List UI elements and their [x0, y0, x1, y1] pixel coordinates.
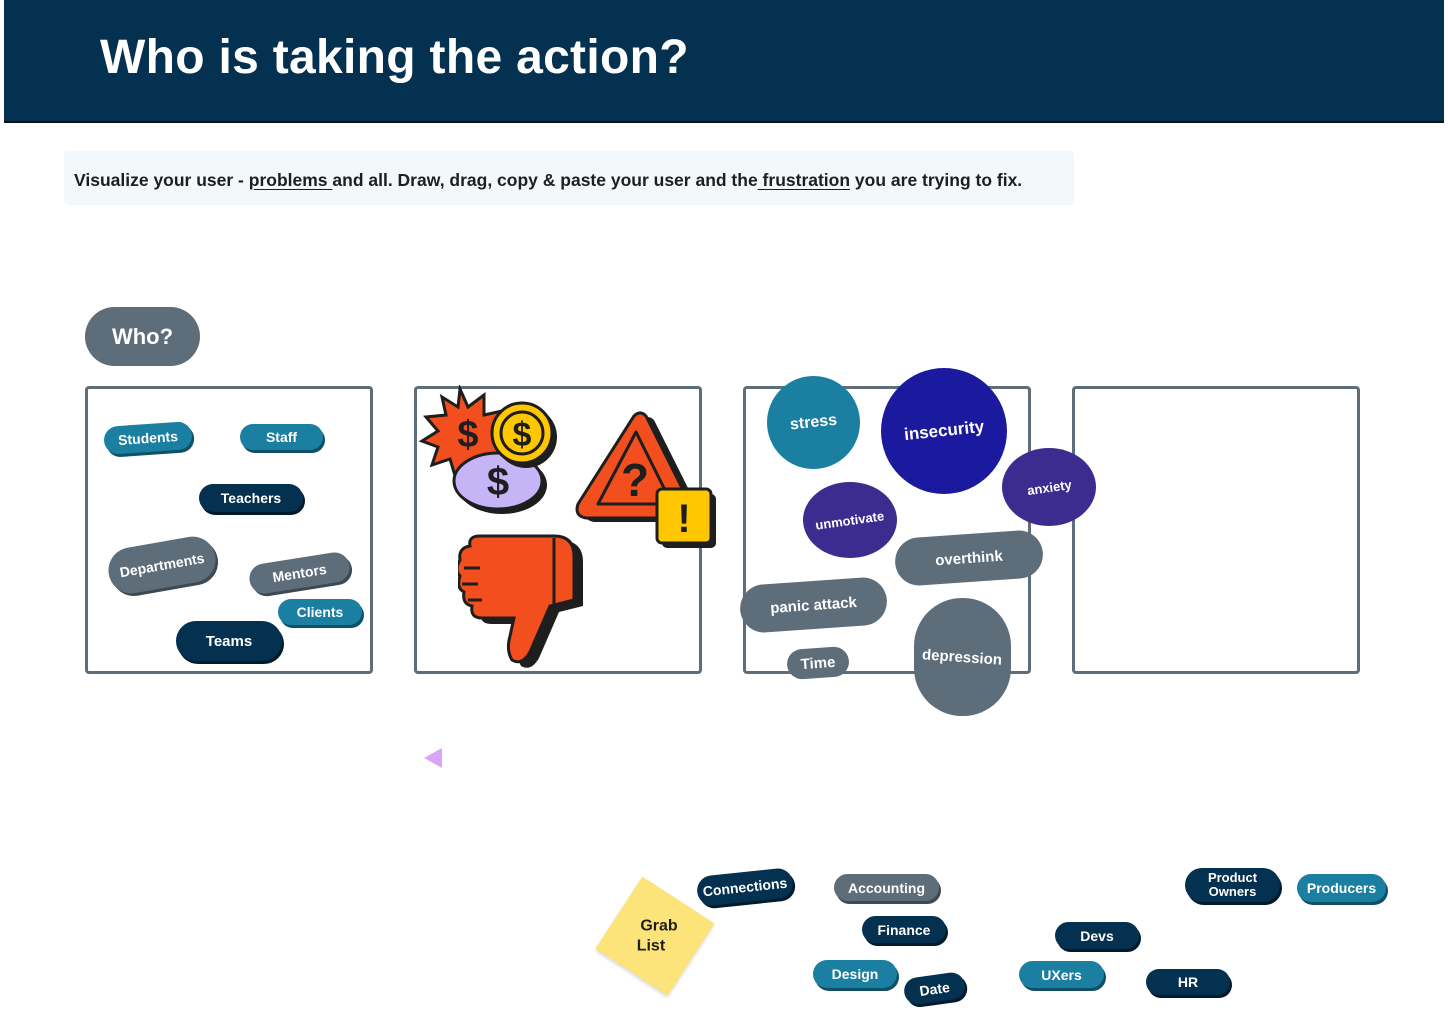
tag-clients[interactable]: Clients: [278, 599, 362, 625]
feeling-panic-attack[interactable]: panic attack: [738, 575, 889, 635]
instructions-box: Visualize your user - problems and all. …: [64, 151, 1074, 205]
tag-finance[interactable]: Finance: [862, 916, 946, 943]
thumbs-down-icon[interactable]: [458, 528, 584, 674]
tag-hr[interactable]: HR: [1146, 969, 1230, 995]
money-dollar-2: $: [487, 460, 509, 504]
cursor-icon: [424, 748, 442, 768]
money-dollar-1: $: [457, 414, 478, 456]
instructions-part2: and all. Draw, drag, copy & paste your u…: [332, 170, 758, 190]
page-title: Who is taking the action?: [100, 31, 689, 84]
feeling-depression-label: depression: [921, 645, 1004, 669]
feeling-unmotivate[interactable]: unmotivate: [803, 482, 897, 558]
grab-list-line2: List: [636, 937, 665, 955]
problems-link[interactable]: problems: [248, 170, 333, 190]
tag-product-owners-line2: Owners: [1208, 884, 1257, 899]
tag-connections[interactable]: Connections: [695, 867, 795, 907]
tag-date[interactable]: Date: [902, 970, 967, 1007]
feeling-stress-label: stress: [789, 411, 838, 433]
tag-teams[interactable]: Teams: [176, 621, 282, 661]
feeling-stress[interactable]: stress: [767, 376, 860, 469]
tag-design[interactable]: Design: [813, 960, 897, 988]
tag-teachers[interactable]: Teachers: [199, 484, 303, 512]
warning-icon[interactable]: ? !: [574, 408, 720, 553]
tag-devs[interactable]: Devs: [1055, 922, 1139, 949]
warning-exclaim: !: [677, 497, 690, 541]
instructions-text: Visualize your user - problems and all. …: [74, 164, 1064, 196]
header-bar: Who is taking the action?: [4, 0, 1444, 123]
money-icon[interactable]: $ $ $: [418, 385, 568, 520]
tag-uxers[interactable]: UXers: [1019, 961, 1104, 988]
tag-producers[interactable]: Producers: [1297, 874, 1386, 902]
feeling-anxiety[interactable]: anxiety: [1002, 448, 1096, 526]
tag-product-owners-line1: Product: [1207, 870, 1258, 885]
tag-product-owners[interactable]: Product Owners: [1185, 868, 1280, 902]
who-label[interactable]: Who?: [85, 307, 200, 366]
frustration-link[interactable]: frustration: [757, 170, 851, 190]
feeling-depression[interactable]: depression: [914, 598, 1011, 716]
empty-frame[interactable]: [1072, 386, 1360, 674]
feeling-unmotivate-label: unmotivate: [814, 507, 886, 533]
feeling-anxiety-label: anxiety: [1025, 476, 1073, 498]
feeling-insecurity[interactable]: insecurity: [881, 368, 1007, 494]
money-dollar-3: $: [513, 416, 532, 454]
tag-accounting[interactable]: Accounting: [834, 874, 939, 901]
feeling-time[interactable]: Time: [786, 645, 850, 681]
feeling-insecurity-label: insecurity: [903, 416, 985, 445]
instructions-part3: you are trying to fix.: [850, 170, 1023, 190]
warning-question: ?: [621, 454, 649, 506]
tag-staff[interactable]: Staff: [240, 424, 323, 450]
instructions-part1: Visualize your user -: [74, 170, 249, 190]
grab-list-note[interactable]: Grab List: [595, 876, 715, 996]
